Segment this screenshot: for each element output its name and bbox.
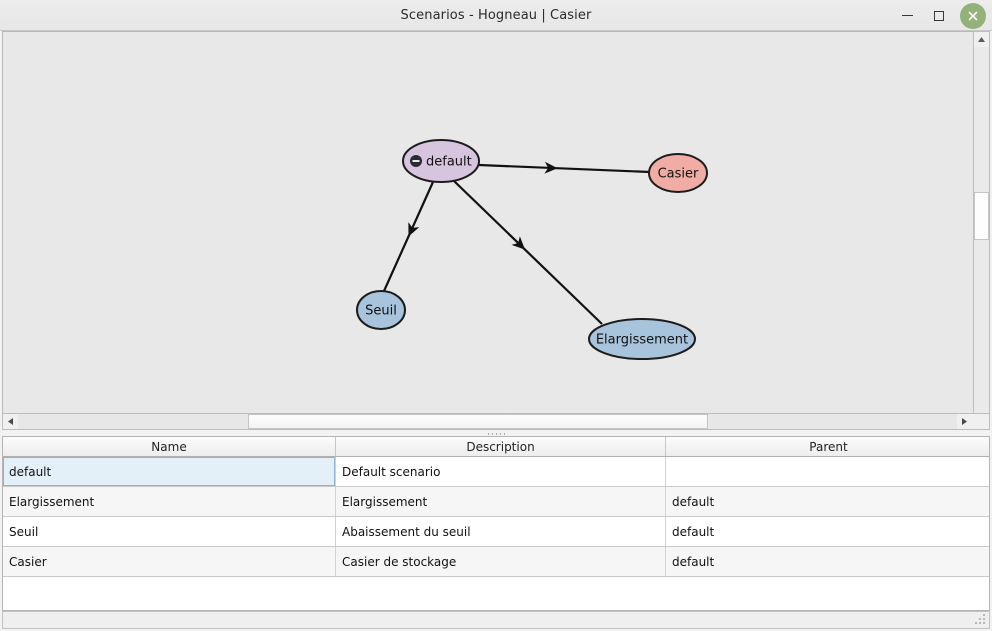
graph-hscroll-thumb[interactable] (248, 414, 708, 429)
table-cell-description[interactable]: Casier de stockage (335, 546, 666, 577)
graph-edge-default-to-elargissement[interactable] (453, 180, 603, 325)
graph-node-elargissement[interactable]: Elargissement (588, 318, 696, 360)
close-icon (968, 11, 978, 20)
scroll-left-button[interactable] (3, 414, 18, 429)
table-cell-description[interactable]: Elargissement (335, 486, 666, 517)
graph-hscroll-track[interactable] (18, 414, 957, 429)
graph-vscroll-thumb[interactable] (974, 192, 989, 240)
table-cell-description[interactable]: Default scenario (335, 456, 666, 487)
table-cell-parent[interactable]: default (665, 516, 989, 547)
table-cell-name[interactable]: default (3, 456, 336, 487)
graph-edge-default-to-seuil[interactable] (382, 181, 435, 292)
column-header-name[interactable]: Name (3, 437, 336, 457)
graph-horizontal-scrollbar[interactable] (2, 413, 990, 430)
table-cell-name[interactable]: Seuil (3, 516, 336, 547)
column-header-description[interactable]: Description (335, 437, 666, 457)
graph-node-label: Casier (658, 167, 699, 182)
maximize-icon (934, 10, 944, 21)
graph-node-label: default (426, 155, 472, 170)
table-cell-description[interactable]: Abaissement du seuil (335, 516, 666, 547)
scroll-right-button[interactable] (957, 414, 972, 429)
graph-vscroll-track[interactable] (974, 47, 989, 414)
graph-node-casier[interactable]: Casier (648, 153, 708, 193)
minimize-button[interactable] (892, 3, 922, 29)
title-bar[interactable]: Scenarios - Hogneau | Casier (0, 0, 992, 31)
table-cell-parent[interactable] (665, 456, 989, 487)
splitter-grip-icon (487, 433, 505, 435)
status-bar (2, 611, 990, 629)
column-header-parent[interactable]: Parent (665, 437, 989, 457)
collapse-icon[interactable] (410, 155, 422, 167)
chevron-left-icon (8, 418, 13, 425)
scroll-up-button[interactable] (974, 32, 989, 47)
close-button[interactable] (960, 2, 986, 29)
scrollbar-corner (973, 414, 989, 429)
chevron-right-icon (962, 418, 967, 425)
graph-vertical-scrollbar[interactable] (973, 31, 990, 430)
maximize-button[interactable] (924, 3, 954, 29)
window-controls (892, 0, 986, 31)
window-title: Scenarios - Hogneau | Casier (400, 8, 592, 23)
table-cell-name[interactable]: Casier (3, 546, 336, 577)
graph-edge-default-to-casier[interactable] (478, 161, 651, 175)
resize-grip-icon[interactable] (975, 614, 987, 626)
table-empty-area[interactable] (3, 577, 989, 610)
graph-node-seuil[interactable]: Seuil (356, 290, 406, 330)
table-cell-parent[interactable]: default (665, 546, 989, 577)
edge-arrowhead-icon (408, 222, 420, 237)
graph-node-label: Elargissement (596, 333, 688, 348)
graph-node-label: Seuil (365, 304, 397, 319)
table-cell-parent[interactable]: default (665, 486, 989, 517)
graph-node-default[interactable]: default (402, 139, 480, 183)
chevron-up-icon (978, 37, 985, 42)
edge-arrowhead-icon (511, 236, 526, 250)
edge-arrowhead-icon (544, 161, 558, 174)
minimize-icon (901, 15, 913, 16)
pane-splitter[interactable] (2, 431, 990, 437)
table-cell-name[interactable]: Elargissement (3, 486, 336, 517)
